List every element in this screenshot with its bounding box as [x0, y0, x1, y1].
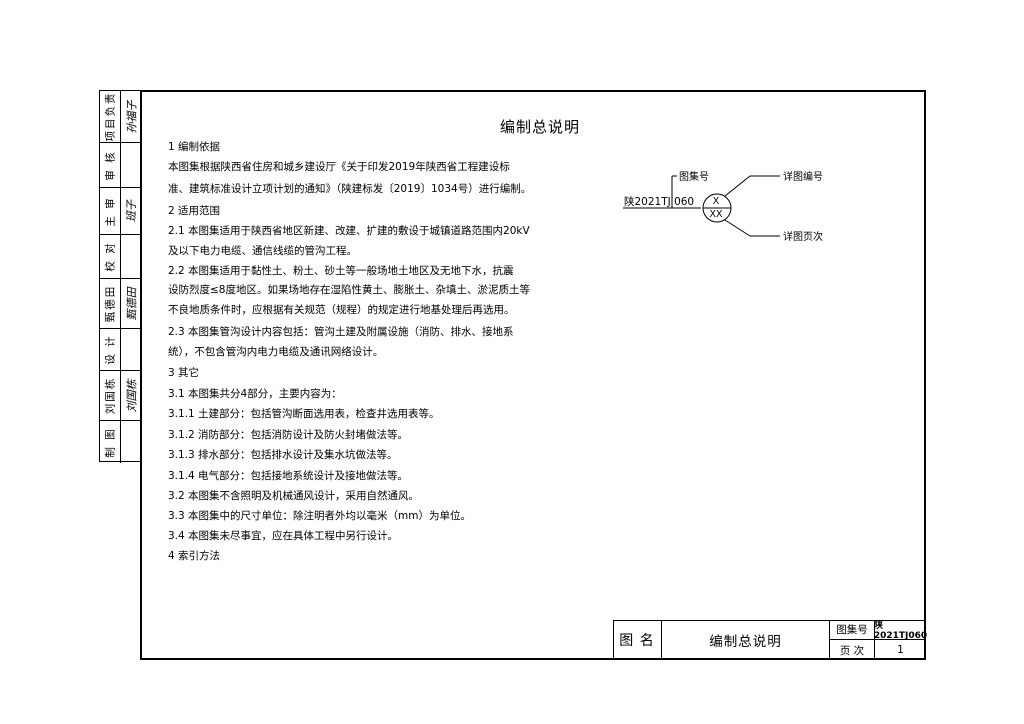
atlas-label: 图集号	[830, 620, 875, 640]
sidebar-label: 制 图	[104, 426, 117, 458]
sidebar-label: 主 审	[104, 195, 117, 227]
signature-strip: 项目负责 孙福子 审 核 主 审 班子 校 对 甄德田 甄德田 设 计 刘国栋 …	[99, 90, 141, 463]
sidebar-row-proofread: 校 对	[100, 235, 141, 279]
title-block	[613, 620, 926, 660]
body-line: 3.1.2 消防部分：包括消防设计及防火封堵做法等。	[168, 429, 409, 441]
section-heading: 3 其它	[168, 367, 200, 379]
sidebar-row-design: 设 计	[100, 329, 141, 371]
body-line: 3.4 本图集未尽事宜，应在具体工程中另行设计。	[168, 530, 399, 542]
body-line: 3.1.3 排水部分：包括排水设计及集水坑做法等。	[168, 449, 398, 461]
body-line: 3.1 本图集共分4部分，主要内容为：	[168, 388, 342, 400]
sidebar-label: 校 对	[104, 241, 117, 272]
sidebar-row-liu: 刘国栋 刘国栋	[100, 371, 141, 421]
sidebar-row-zhen: 甄德田 甄德田	[100, 279, 141, 329]
circle-bottom-text: XX	[709, 209, 723, 220]
sidebar-row-drafting: 制 图	[100, 421, 141, 463]
body-line: 2.1 本图集适用于陕西省地区新建、改建、扩建的敷设于城镇道路范围内20kV	[168, 225, 530, 237]
atlas-number: 陕2021TJ 060	[624, 196, 695, 208]
signature: 刘国栋	[125, 379, 138, 412]
body-line: 3.3 本图集中的尺寸单位：除注明者外均以毫米（mm）为单位。	[168, 510, 471, 522]
body-line: 3.1.4 电气部分：包括接地系统设计及接地做法等。	[168, 470, 409, 482]
sidebar-label: 设 计	[104, 334, 117, 365]
detail-page-label: 详图页次	[783, 232, 823, 243]
sidebar-label: 项目负责	[104, 91, 117, 142]
section-heading: 2 适用范围	[168, 205, 221, 217]
body-line: 统），不包含管沟内电力电缆及通讯网络设计。	[168, 346, 384, 358]
body-line: 不良地质条件时，应根据有关规范（规程）的规定进行地基处理后再选用。	[168, 304, 515, 316]
page-title: 编制总说明	[499, 118, 580, 136]
drawing-name-value: 编制总说明	[662, 620, 830, 660]
sidebar-label: 刘国栋	[104, 376, 117, 415]
section-heading: 1 编制依据	[168, 141, 221, 153]
body-line: 3.2 本图集不含照明及机械通风设计，采用自然通风。	[168, 490, 420, 502]
sidebar-label: 审 核	[104, 149, 117, 181]
detail-number-label: 详图编号	[783, 172, 823, 183]
atlas-value: 陕2021TJ060	[873, 621, 928, 641]
atlas-number-label: 图集号	[679, 172, 709, 183]
body-line: 3.1.1 土建部分：包括管沟断面选用表，检查井选用表等。	[168, 408, 440, 420]
body-line: 2.3 本图集管沟设计内容包括：管沟土建及附属设施（消防、排水、接地系	[168, 326, 514, 338]
circle-top-text: X	[712, 196, 720, 207]
body-line: 设防烈度≤8度地区。如果场地存在湿陷性黄土、膨胀土、杂填土、淤泥质土等	[168, 284, 530, 296]
signature: 班子	[125, 200, 138, 222]
sidebar-row-chief: 主 审 班子	[100, 188, 141, 235]
sidebar-label: 甄德田	[104, 284, 117, 323]
page-label: 页 次	[830, 640, 875, 660]
drawing-name-label: 图 名	[613, 620, 662, 660]
body-line: 2.2 本图集适用于黏性土、粉土、砂土等一般场地土地区及无地下水，抗震	[168, 265, 514, 277]
signature: 孙福子	[125, 100, 138, 133]
page-value: 1	[897, 644, 904, 656]
sidebar-row-review: 审 核	[100, 143, 141, 188]
body-line: 准、建筑标准设计立项计划的通知》（陕建标发〔2019〕1034号）进行编制。	[168, 183, 532, 195]
sidebar-row-project-lead: 项目负责 孙福子	[100, 91, 141, 143]
body-line: 及以下电力电缆、通信线缆的管沟工程。	[168, 245, 357, 257]
index-diagram	[623, 175, 780, 237]
signature: 甄德田	[125, 287, 138, 320]
body-line: 本图集根据陕西省住房和城乡建设厅《关于印发2019年陕西省工程建设标	[168, 161, 510, 173]
section-heading: 4 索引方法	[168, 550, 221, 562]
drawing-frame	[140, 90, 926, 660]
